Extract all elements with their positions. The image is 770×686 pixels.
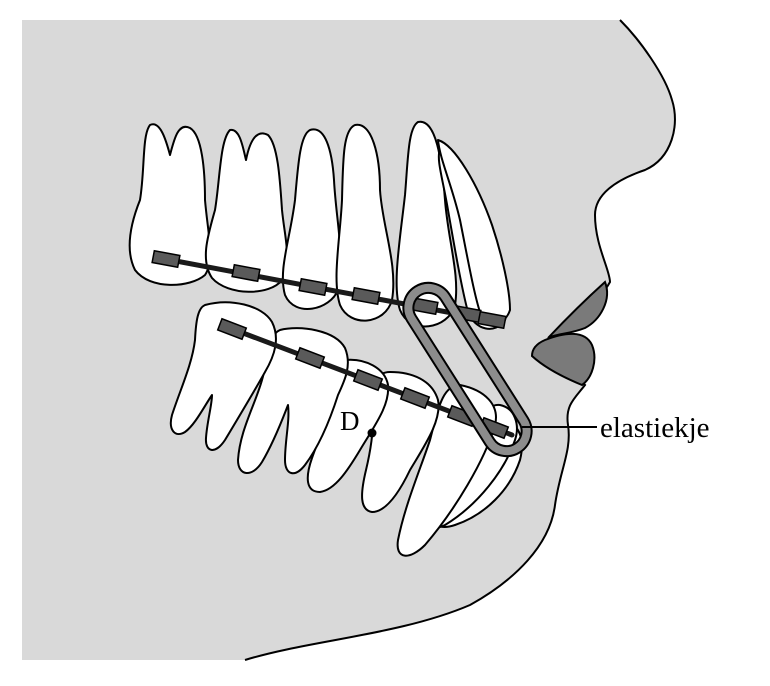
point-d-dot — [367, 428, 377, 438]
upper-premolar-1 — [281, 128, 342, 310]
upper-bracket — [351, 286, 381, 306]
elastic-label: elastiekje — [600, 412, 710, 444]
elastic-band-inner — [404, 283, 531, 456]
upper-premolar-2 — [335, 123, 395, 322]
upper-brackets — [151, 249, 507, 330]
lower-teeth — [169, 301, 523, 557]
upper-teeth — [128, 120, 511, 330]
lower-bracket — [352, 368, 384, 392]
upper-bracket — [298, 277, 328, 297]
lower-brackets — [216, 317, 510, 440]
upper-arch-wire — [157, 255, 503, 325]
upper-bracket — [477, 310, 507, 330]
upper-bracket — [151, 249, 181, 269]
point-d-label: D — [340, 406, 360, 436]
lower-bracket — [216, 317, 248, 341]
lower-lip — [530, 332, 596, 387]
elastic-band — [402, 281, 533, 458]
lower-bracket — [399, 386, 431, 410]
upper-bracket — [231, 263, 261, 283]
lower-bracket — [294, 346, 326, 370]
